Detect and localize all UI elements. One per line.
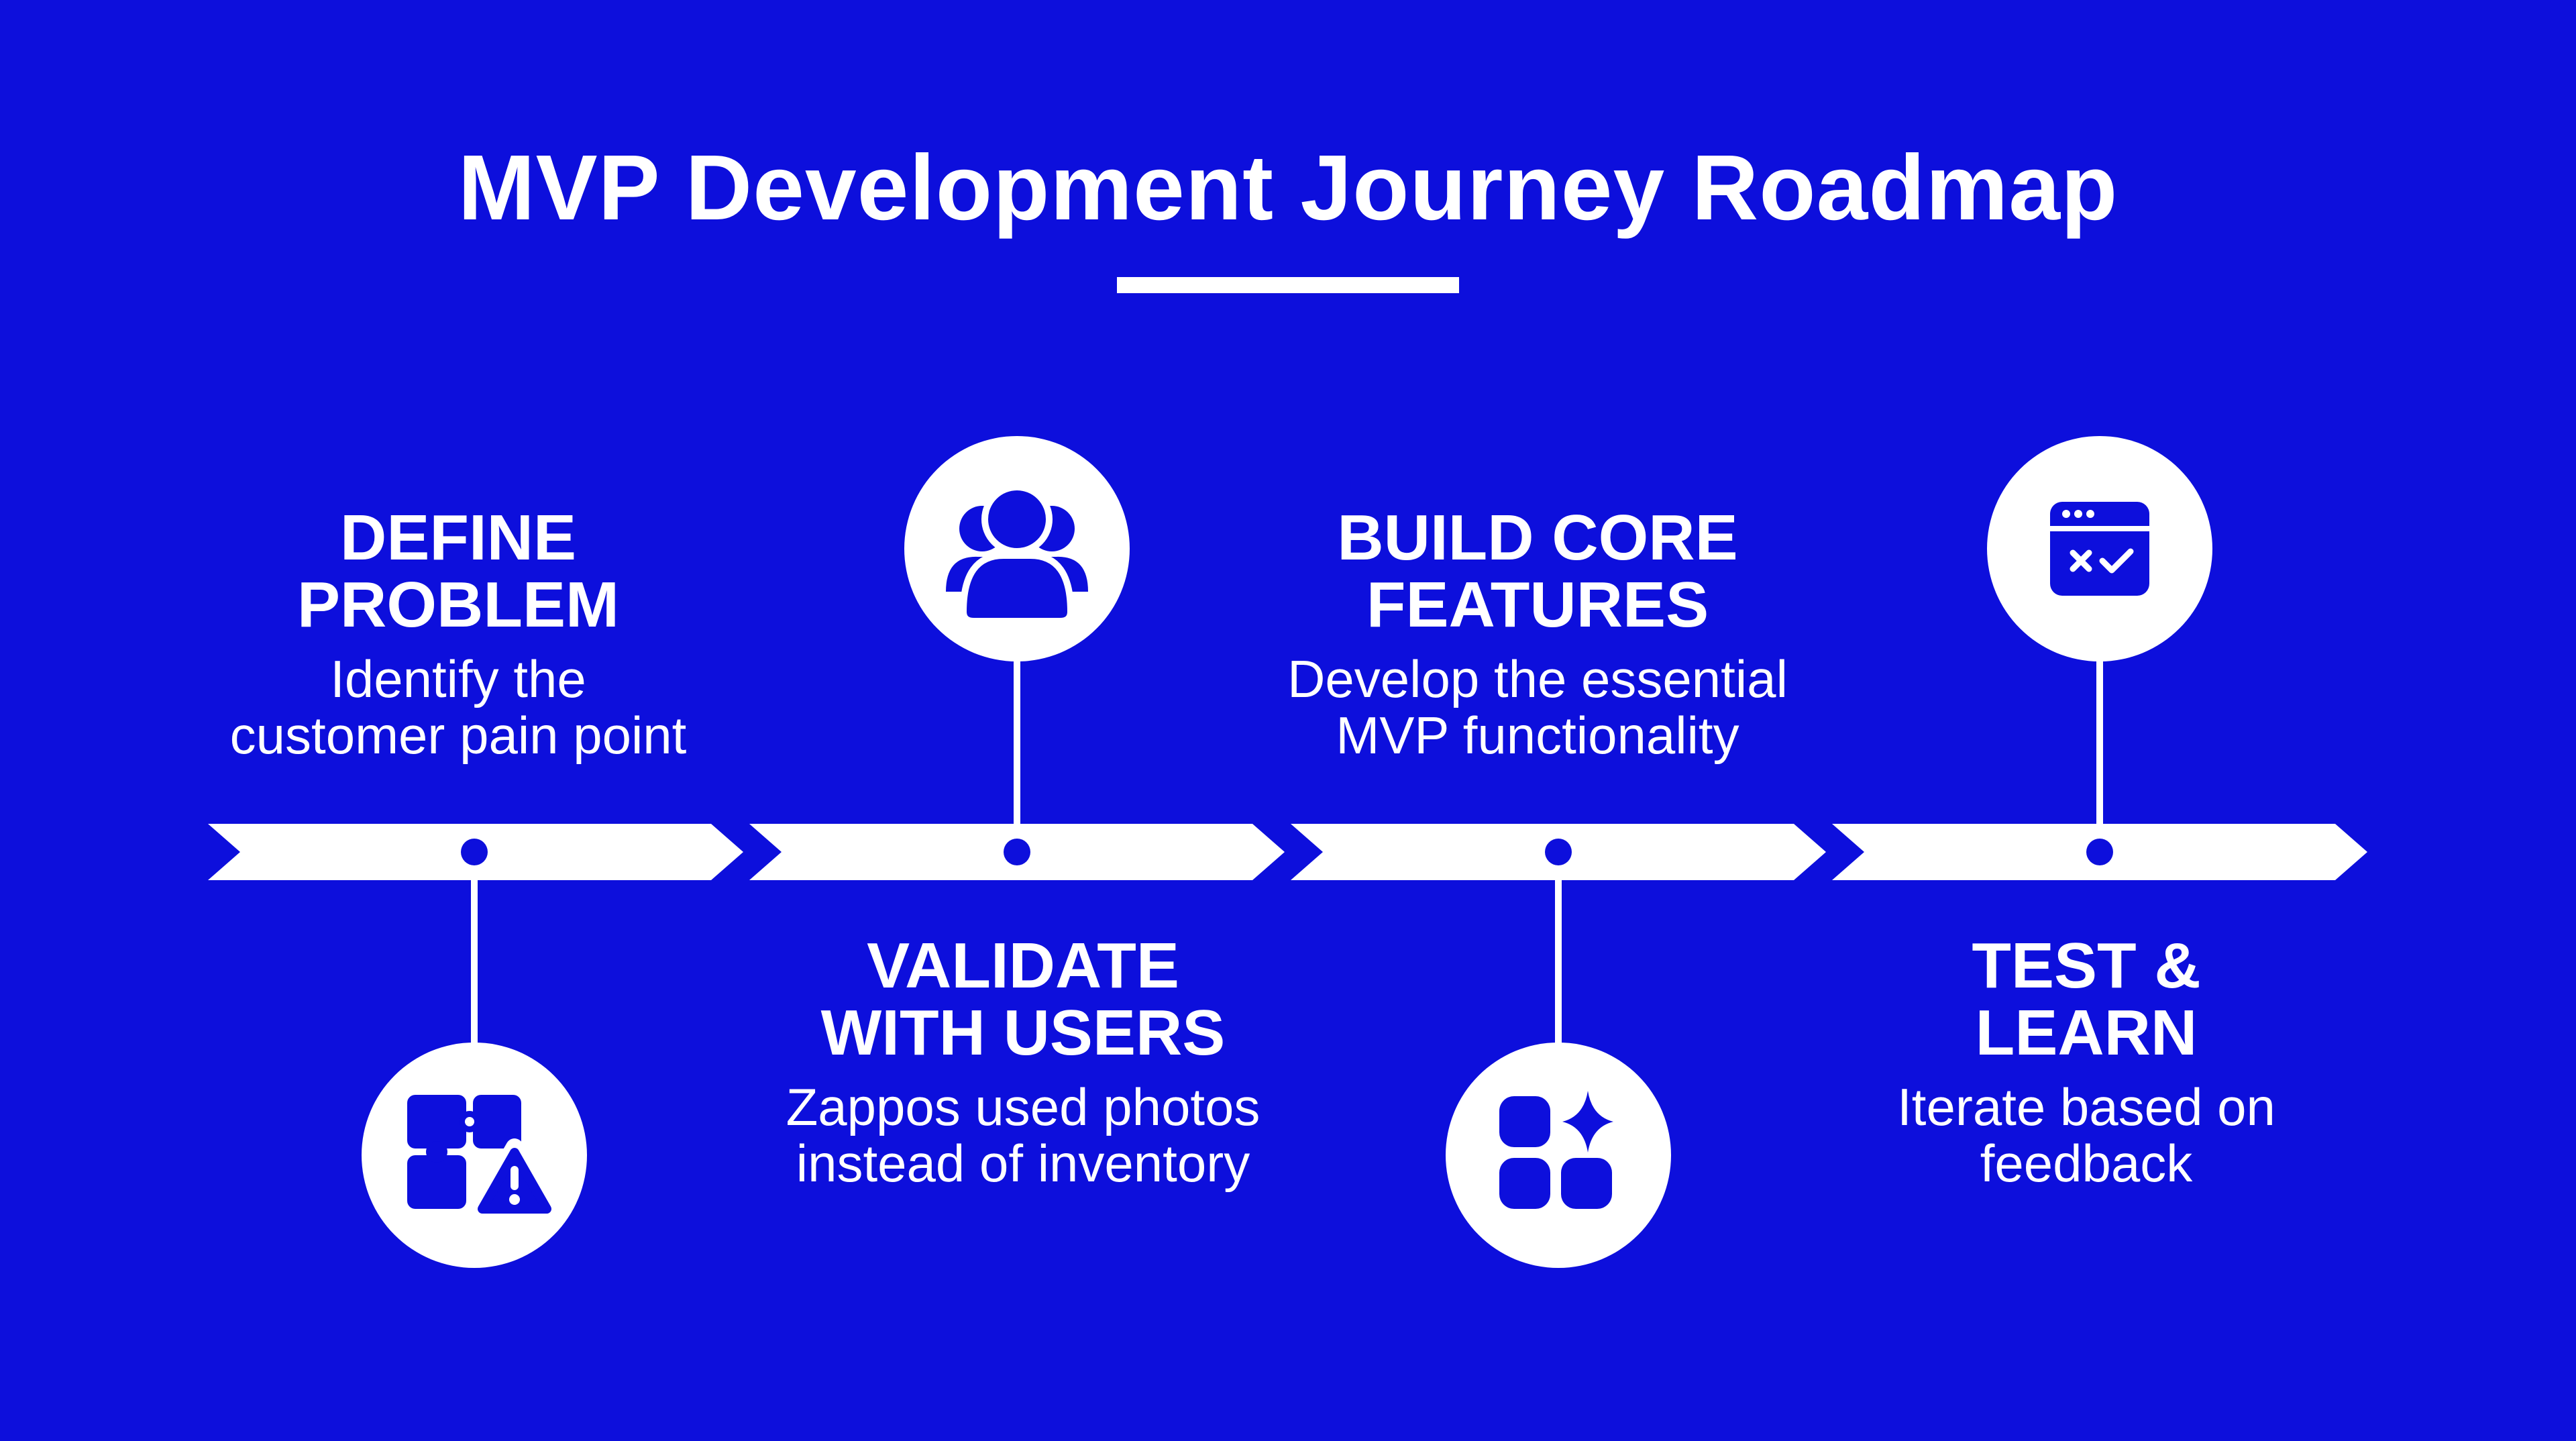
stage-4-dot bbox=[2086, 839, 2113, 865]
stage-4-heading-line1: TEST & bbox=[1972, 930, 2201, 1002]
app-grid-sparkle-icon bbox=[1499, 1091, 1613, 1209]
stage-3-heading-line1: BUILD CORE bbox=[1337, 502, 1738, 574]
stage-4-desc-line1: Iterate based on bbox=[1897, 1077, 2275, 1136]
stage-2-connector bbox=[1014, 657, 1020, 852]
stage-4-connector bbox=[2096, 657, 2103, 852]
stage-2-desc-line2: instead of inventory bbox=[796, 1134, 1250, 1193]
page-title: MVP Development Journey Roadmap bbox=[458, 136, 2118, 239]
stage-1-text: DEFINE PROBLEM Identify the customer pai… bbox=[156, 504, 760, 764]
stage-3-description: Develop the essential MVP functionality bbox=[1236, 651, 1839, 763]
stage-3-text: BUILD CORE FEATURES Develop the essentia… bbox=[1236, 504, 1839, 764]
stage-3-heading-line2: FEATURES bbox=[1366, 569, 1709, 641]
stage-2-heading-line2: WITH USERS bbox=[820, 997, 1226, 1069]
stage-1-dot bbox=[461, 839, 488, 865]
stage-4-text: TEST & LEARN Iterate based on feedback bbox=[1784, 932, 2388, 1192]
stage-1-heading: DEFINE PROBLEM bbox=[156, 504, 760, 639]
stage-2-desc-line1: Zappos used photos bbox=[786, 1077, 1260, 1136]
stage-4-heading: TEST & LEARN bbox=[1784, 932, 2388, 1067]
stage-2-heading: VALIDATE WITH USERS bbox=[721, 932, 1325, 1067]
stage-2-dot bbox=[1004, 839, 1030, 865]
stage-1-icon-circle bbox=[362, 1043, 587, 1268]
stage-2-text: VALIDATE WITH USERS Zappos used photos i… bbox=[721, 932, 1325, 1192]
stage-3-icon-circle bbox=[1446, 1043, 1671, 1268]
stage-1-connector bbox=[471, 852, 478, 1047]
stage-2-description: Zappos used photos instead of inventory bbox=[721, 1079, 1325, 1191]
stage-3-connector bbox=[1555, 852, 1562, 1047]
puzzle-warning-icon bbox=[407, 1095, 561, 1222]
stage-4-desc-line2: feedback bbox=[1980, 1134, 2193, 1193]
stage-4-description: Iterate based on feedback bbox=[1784, 1079, 2388, 1191]
stage-1-heading-line2: PROBLEM bbox=[297, 569, 619, 641]
users-group-icon bbox=[946, 484, 1088, 625]
stage-1-desc-line1: Identify the bbox=[330, 649, 586, 708]
stage-1-description: Identify the customer pain point bbox=[156, 651, 760, 763]
stage-1-desc-line2: customer pain point bbox=[229, 706, 687, 765]
stage-3-desc-line1: Develop the essential bbox=[1287, 649, 1788, 708]
stage-3-desc-line2: MVP functionality bbox=[1336, 706, 1739, 765]
stage-4-heading-line2: LEARN bbox=[1975, 997, 2198, 1069]
title-underline bbox=[1117, 277, 1459, 293]
stage-3-dot bbox=[1545, 839, 1572, 865]
stage-3-heading: BUILD CORE FEATURES bbox=[1236, 504, 1839, 639]
stage-2-heading-line1: VALIDATE bbox=[867, 930, 1179, 1002]
browser-test-icon bbox=[2050, 502, 2149, 596]
stage-1-heading-line1: DEFINE bbox=[339, 502, 577, 574]
